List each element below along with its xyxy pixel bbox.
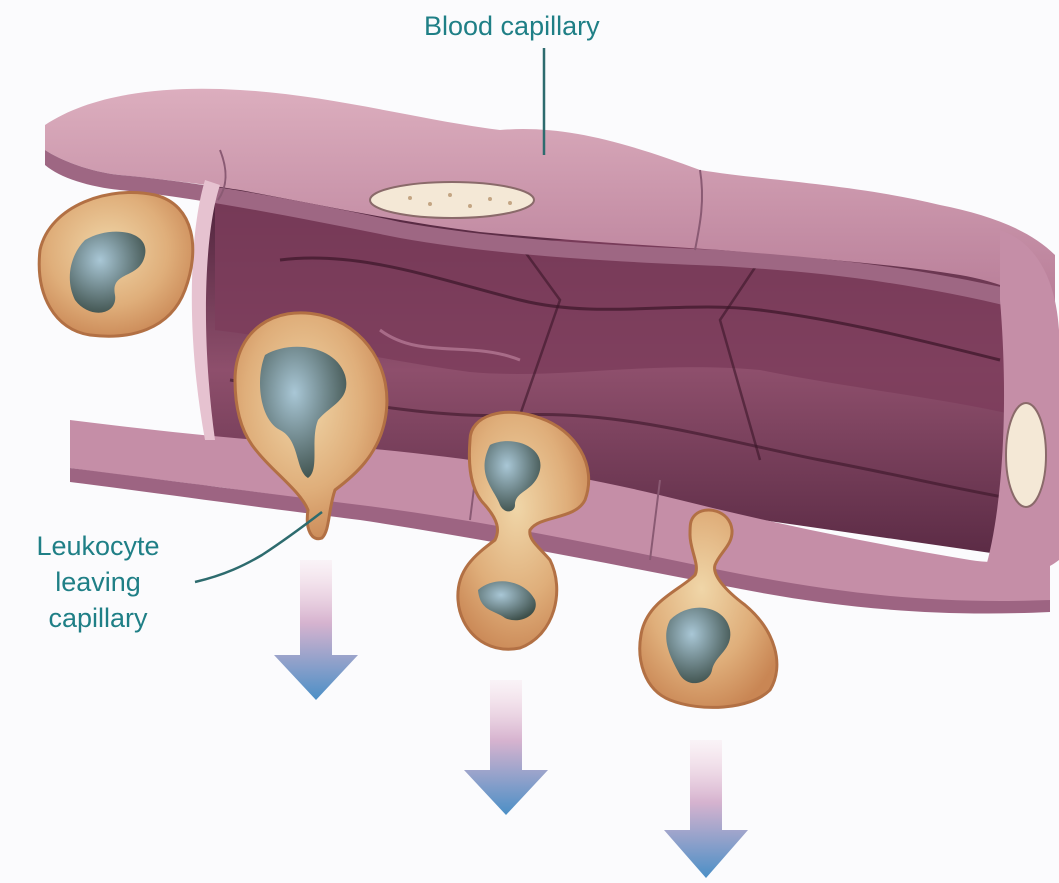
leukocyte-label-line2: leaving xyxy=(18,564,178,600)
migration-arrow-2 xyxy=(464,680,548,815)
endothelial-nucleus xyxy=(370,182,534,218)
blood-capillary-label: Blood capillary xyxy=(424,8,600,44)
endothelial-nucleus-side xyxy=(1006,403,1046,507)
leukocyte-label: Leukocyte leaving capillary xyxy=(18,528,178,636)
leukocyte-label-line1: Leukocyte xyxy=(18,528,178,564)
leukocyte-free xyxy=(39,192,193,336)
migration-arrow-3 xyxy=(664,740,748,878)
leukocyte-label-line3: capillary xyxy=(18,600,178,636)
migration-arrow-1 xyxy=(274,560,358,700)
